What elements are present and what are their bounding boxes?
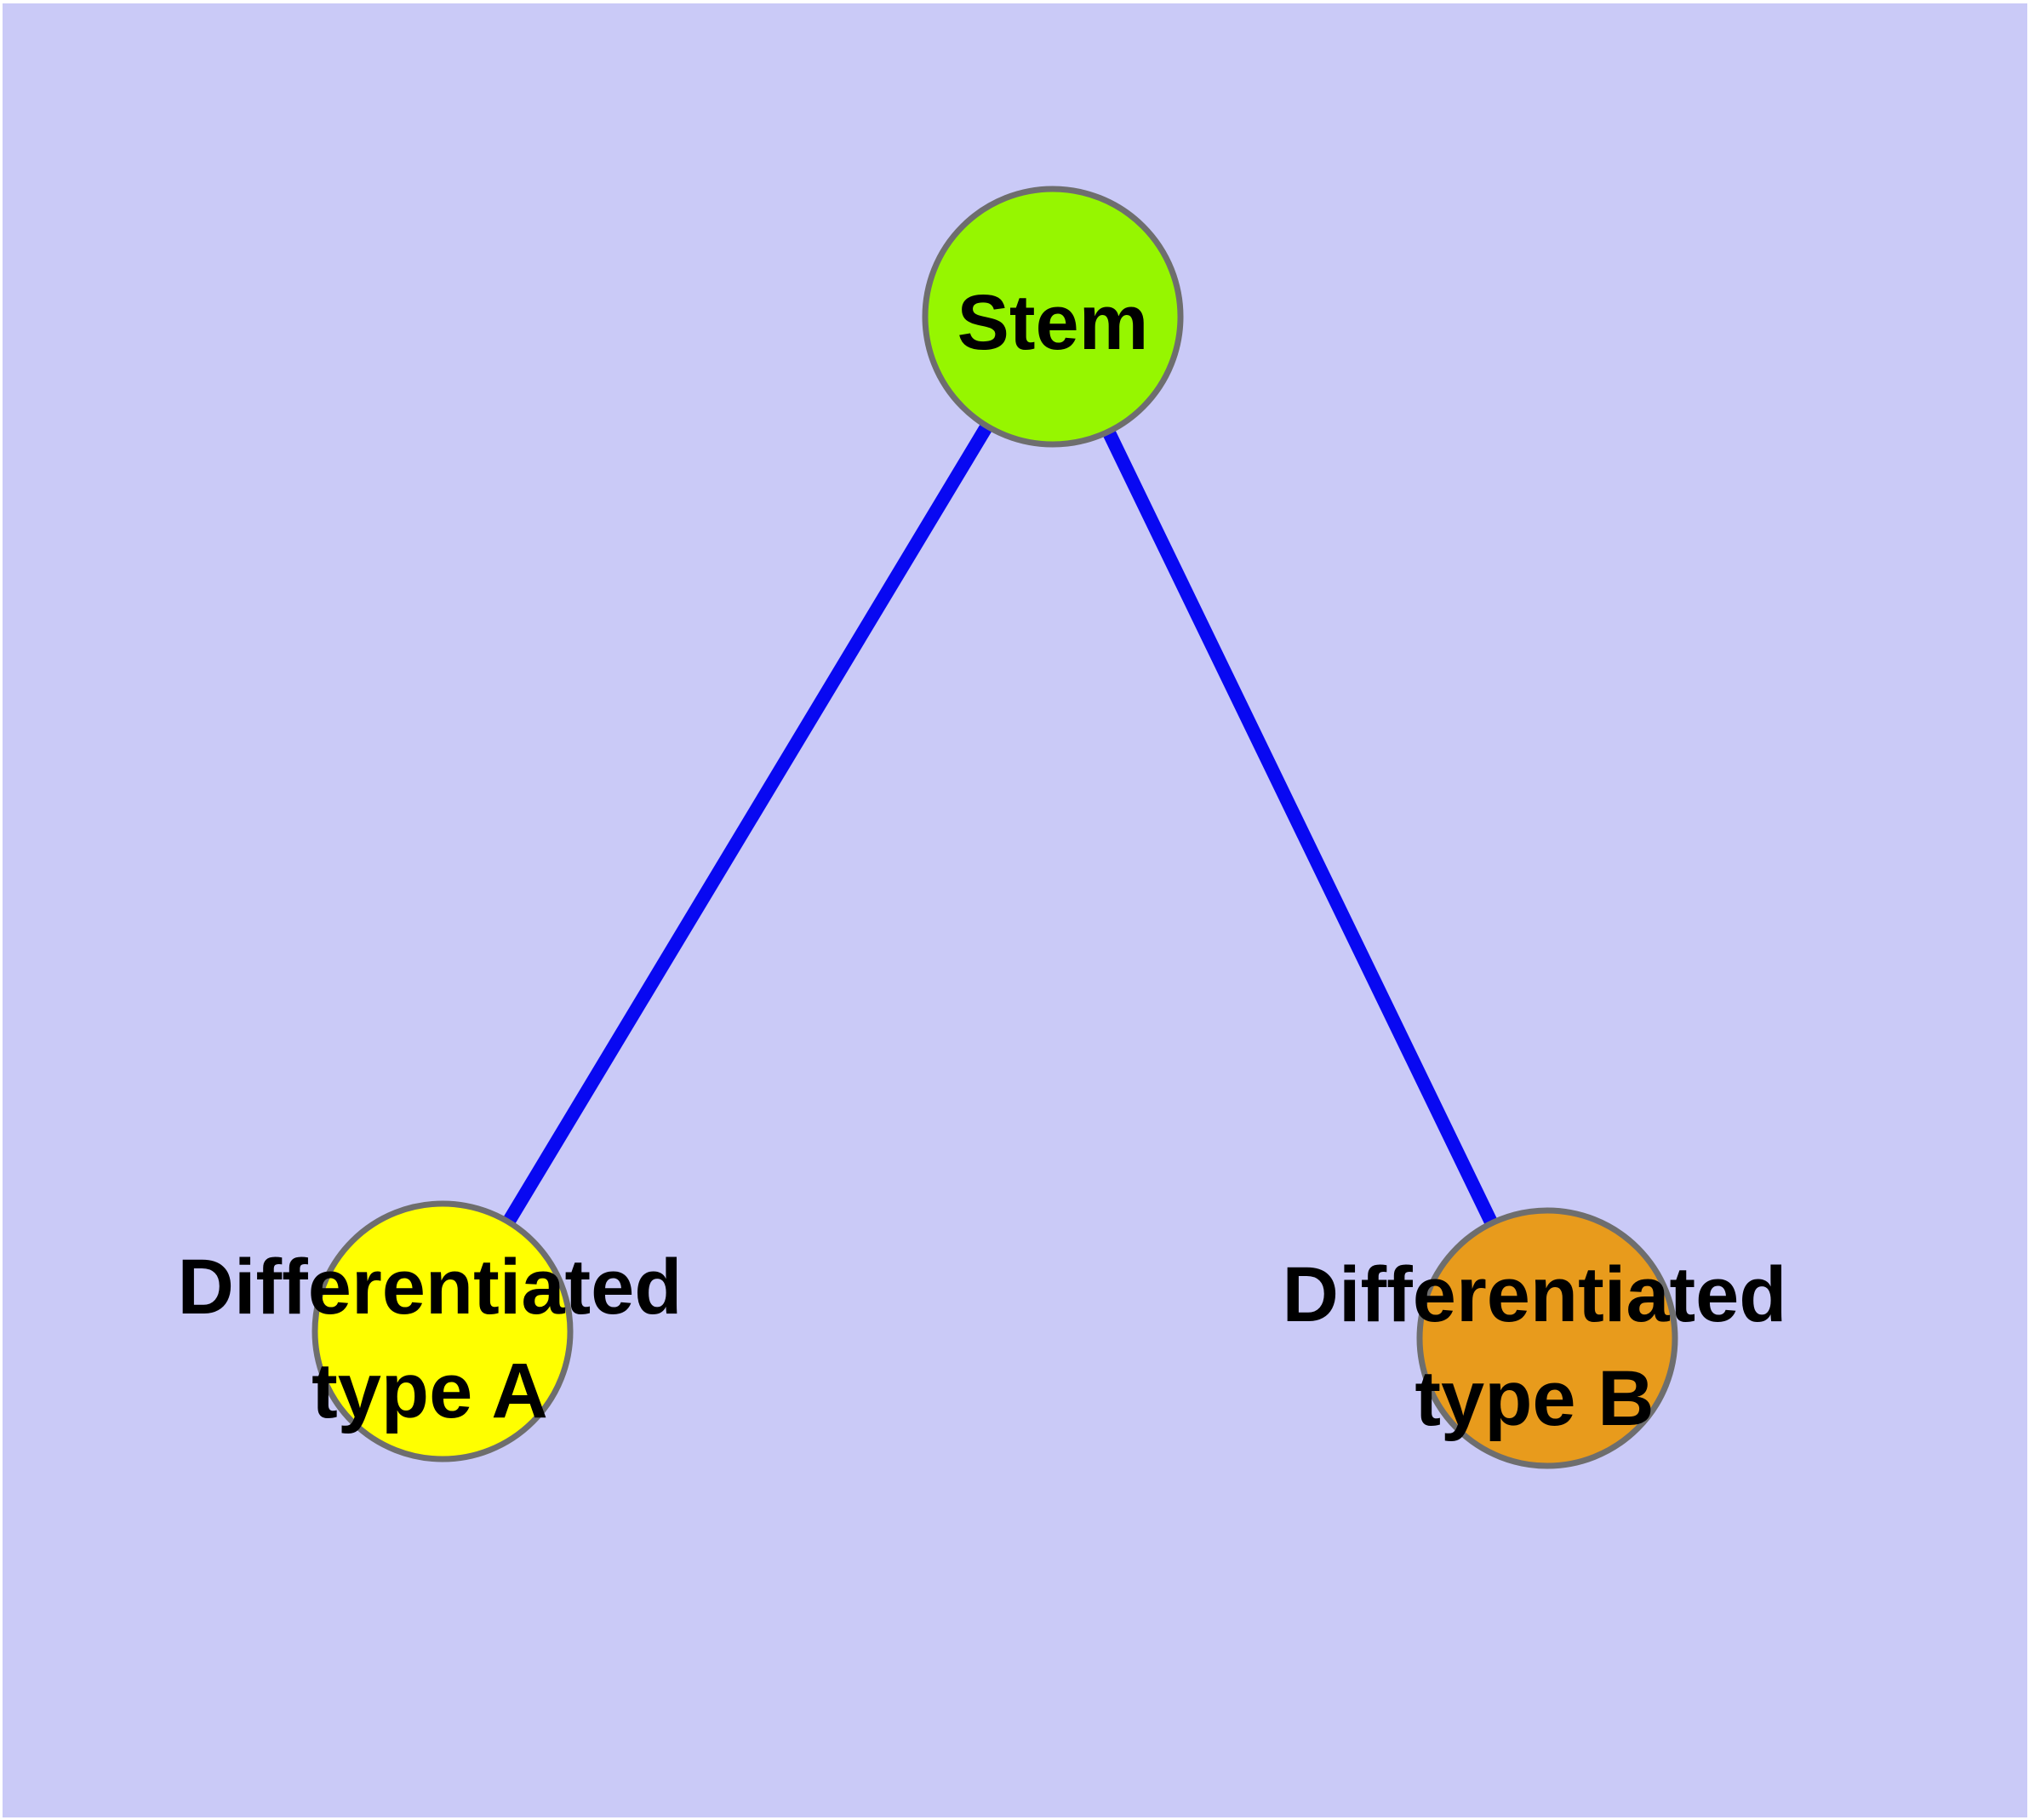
- edge-group: [437, 312, 1554, 1342]
- node-stem[interactable]: [922, 186, 1184, 448]
- edge-stem-to-type-b: [1046, 313, 1554, 1342]
- node-differentiated-type-b[interactable]: [1416, 1207, 1678, 1469]
- edge-stem-to-type-a: [437, 312, 1059, 1336]
- node-differentiated-type-a[interactable]: [311, 1200, 574, 1462]
